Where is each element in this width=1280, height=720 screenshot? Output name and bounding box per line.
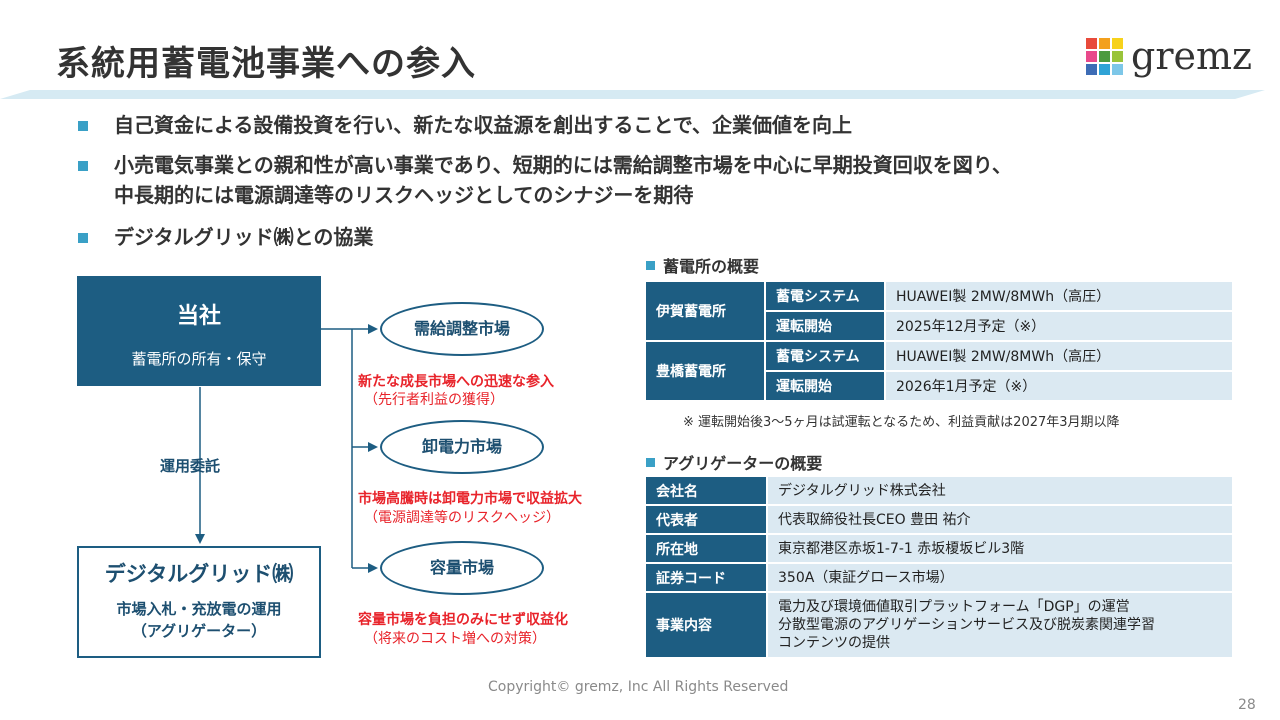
market-note: 容量市場を負担のみにせず収益化 (358, 612, 568, 628)
logo-tile (1099, 63, 1110, 75)
table-row: 証券コード 350A（東証グロース市場） (644, 562, 1234, 593)
bullet-square-icon (78, 121, 88, 131)
logo-tile (1086, 37, 1097, 49)
company-box: 当社 蓄電所の所有・保守 (77, 276, 321, 386)
business-line: 電力及び環境価値取引プラットフォーム「DGP」の運営 (778, 599, 1130, 615)
bullet-item: 小売電気事業との親和性が高い事業であり、短期的には需給調整市場を中心に早期投資回… (78, 150, 1012, 210)
table-row: 所在地 東京都港区赤坂1-7-1 赤坂榎坂ビル3階 (644, 533, 1234, 564)
logo-tile (1099, 37, 1110, 49)
value-cell: 350A（東証グロース市場） (766, 562, 1234, 593)
gremz-logo: gremz (1086, 37, 1252, 75)
label-cell: 会社名 (644, 475, 768, 506)
bullet-text: 小売電気事業との親和性が高い事業であり、短期的には需給調整市場を中心に早期投資回… (114, 153, 1012, 177)
partner-role: 市場入札・充放電の運用 (116, 600, 282, 618)
table-row: 運転開始 2026年1月予定（※） (645, 370, 1234, 402)
label-cell: 蓄電システム (764, 340, 886, 372)
business-line: コンテンツの提供 (778, 635, 890, 651)
bullet-text: 中長期的には電源調達等のリスクヘッジとしてのシナジーを期待 (114, 183, 694, 207)
logo-tile (1112, 50, 1123, 62)
market-ellipse: 卸電力市場 (380, 420, 544, 474)
value-cell: 電力及び環境価値取引プラットフォーム「DGP」の運営 分散型電源のアグリゲーショ… (766, 591, 1234, 659)
value-cell: 代表取締役社長CEO 豊田 祐介 (766, 504, 1234, 535)
label-cell: 証券コード (644, 562, 768, 593)
label-cell: 代表者 (644, 504, 768, 535)
site-name-cell: 豊橋蓄電所 (644, 340, 766, 402)
logo-wordmark: gremz (1131, 34, 1253, 78)
label-cell: 蓄電システム (764, 280, 886, 312)
label-cell: 所在地 (644, 533, 768, 564)
page-title: 系統用蓄電池事業への参入 (56, 44, 476, 84)
partner-box: デジタルグリッド㈱ 市場入札・充放電の運用 （アグリゲーター） (77, 546, 321, 658)
table-row: 事業内容 電力及び環境価値取引プラットフォーム「DGP」の運営 分散型電源のアグ… (644, 591, 1234, 659)
aggregator-section-label: アグリゲーターの概要 (663, 454, 823, 473)
market-note: 市場高騰時は卸電力市場で収益拡大 (358, 491, 582, 507)
partner-name: デジタルグリッド㈱ (104, 562, 294, 586)
logo-tile (1112, 63, 1123, 75)
copyright-text: Copyright© gremz, Inc All Rights Reserve… (488, 679, 789, 695)
value-cell: 2025年12月予定（※） (884, 310, 1234, 342)
logo-tile (1086, 63, 1097, 75)
storage-table: 伊賀蓄電所 蓄電システム HUAWEI製 2MW/8MWh（高圧） 運転開始 2… (644, 280, 1234, 402)
bullet-item: デジタルグリッド㈱との協業 (78, 222, 373, 252)
title-underline-band (0, 90, 1265, 99)
bullet-text: デジタルグリッド㈱との協業 (114, 225, 374, 249)
logo-tile (1099, 50, 1110, 62)
market-ellipse: 需給調整市場 (380, 302, 544, 356)
business-line: 分散型電源のアグリゲーションサービス及び脱炭素関連学習 (778, 617, 1156, 633)
delegation-label: 運用委託 (160, 457, 221, 475)
aggregator-section-title: アグリゲーターの概要 (646, 450, 822, 474)
bullet-square-icon (78, 161, 88, 171)
market-note-sub: （電源調達等のリスクヘッジ） (364, 510, 560, 526)
table-row: 豊橋蓄電所 蓄電システム HUAWEI製 2MW/8MWh（高圧） (644, 340, 1234, 402)
value-cell: 2026年1月予定（※） (884, 370, 1234, 402)
label-cell: 運転開始 (764, 370, 886, 402)
company-role: 蓄電所の所有・保守 (131, 350, 267, 368)
market-ellipse: 容量市場 (380, 541, 544, 595)
partner-role-sub: （アグリゲーター） (131, 622, 267, 640)
section-square-icon (646, 457, 655, 467)
market-note: 新たな成長市場への迅速な参入 (358, 374, 554, 390)
label-cell: 事業内容 (644, 591, 768, 659)
site-name-cell: 伊賀蓄電所 (644, 280, 766, 342)
storage-footnote: ※ 運転開始後3～5ヶ月は試運転となるため、利益貢献は2027年3月期以降 (683, 415, 1120, 430)
logo-mark (1086, 37, 1123, 75)
storage-section-title: 蓄電所の概要 (646, 253, 759, 277)
value-cell: HUAWEI製 2MW/8MWh（高圧） (884, 340, 1234, 372)
company-name: 当社 (176, 304, 221, 329)
value-cell: HUAWEI製 2MW/8MWh（高圧） (884, 280, 1234, 312)
logo-tile (1112, 37, 1123, 49)
market-note-sub: （先行者利益の獲得） (364, 392, 504, 408)
bullet-item: 自己資金による設備投資を行い、新たな収益源を創出することで、企業価値を向上 (78, 110, 852, 140)
table-row: 代表者 代表取締役社長CEO 豊田 祐介 (644, 504, 1234, 535)
table-row: 会社名 デジタルグリッド株式会社 (644, 475, 1234, 506)
value-cell: 東京都港区赤坂1-7-1 赤坂榎坂ビル3階 (766, 533, 1234, 564)
aggregator-table: 会社名 デジタルグリッド株式会社 代表者 代表取締役社長CEO 豊田 祐介 所在… (644, 475, 1234, 659)
table-row: 伊賀蓄電所 蓄電システム HUAWEI製 2MW/8MWh（高圧） (644, 280, 1234, 342)
table-row: 運転開始 2025年12月予定（※） (645, 310, 1234, 342)
storage-section-label: 蓄電所の概要 (663, 257, 760, 276)
label-cell: 運転開始 (764, 310, 886, 342)
bullet-square-icon (78, 233, 88, 243)
logo-tile (1086, 50, 1097, 62)
market-note-sub: （将来のコスト増への対策） (364, 631, 546, 647)
page-number: 28 (1238, 697, 1256, 713)
value-cell: デジタルグリッド株式会社 (766, 475, 1234, 506)
bullet-text: 自己資金による設備投資を行い、新たな収益源を創出することで、企業価値を向上 (114, 113, 852, 137)
section-square-icon (646, 260, 655, 270)
